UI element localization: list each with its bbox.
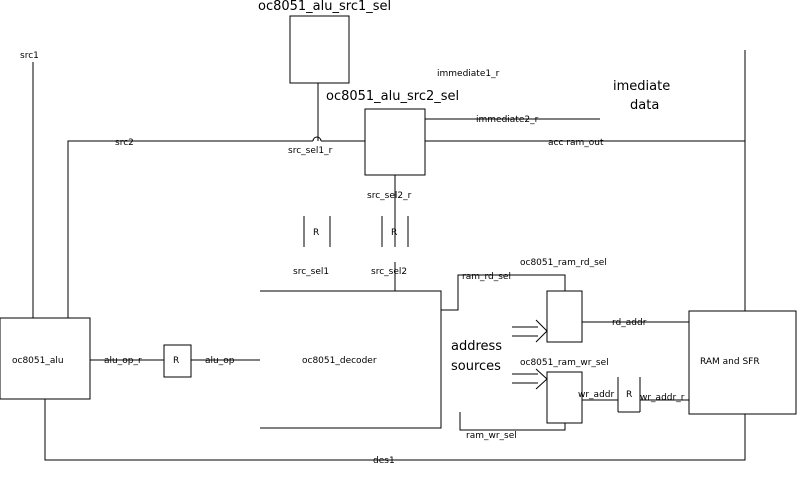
alu-block [0,317,91,400]
src-sel2-register-label: R [391,228,397,238]
immediate-data-annotation-line2: data [630,98,659,113]
src-sel1-register [303,216,331,247]
ram-rd-sel-block [546,290,583,343]
src-sel2-r-label: src_sel2_r [367,191,412,201]
wires [32,50,746,461]
decoder-block [260,290,442,429]
ram-rd-sel-title: oc8051_ram_rd_sel [520,258,607,268]
src-sel1-label: src_sel1 [293,267,329,277]
acc-ram-out-label: acc ram_out [548,138,604,148]
address-sources-annotation-line2: sources [451,359,501,374]
address-sources-annotation-line1: address [451,339,502,354]
src2-label: src2 [115,138,134,148]
src-sel2-label: src_sel2 [371,267,407,277]
immediate1-r-label: immediate1_r [437,69,500,79]
ram-sfr-block [688,310,797,415]
wr-addr-register [617,377,641,413]
ram-wr-sel-title: oc8051_ram_wr_sel [520,358,609,368]
alu-op-register [163,344,192,378]
src-sel1-r-label: src_sel1_r [288,146,333,156]
ram-wr-sel-label: ram_wr_sel [466,431,517,441]
alu-src1-sel-title: oc8051_alu_src1_sel [258,0,391,14]
src-sel1-register-label: R [313,228,319,238]
src-sel2-register [381,216,409,247]
alu-src2-sel-block [364,108,426,176]
wr-addr-label: wr_addr [578,390,615,400]
wr-addr-r-label: wr_addr_r [640,393,685,403]
alu-op-r-label: alu_op_r [104,356,142,366]
ram-sfr-title: RAM and SFR [700,357,760,367]
wr-addr-register-label: R [626,390,632,400]
alu-src2-sel-title: oc8051_alu_src2_sel [326,89,459,104]
src1-label: src1 [20,51,39,61]
immediate2-r-label: immediate2_r [476,115,539,125]
immediate-data-annotation-line1: imediate [613,79,670,94]
alu-op-label: alu_op [205,356,235,366]
alu-op-register-label: R [173,356,179,366]
alu-src1-sel-block [289,15,350,84]
decoder-title: oc8051_decoder [302,356,377,366]
rd-addr-label: rd_addr [612,318,647,328]
ram-wr-sel-block [546,371,583,424]
alu-title: oc8051_alu [12,356,64,366]
des1-label: des1 [373,456,395,466]
ram-rd-sel-label: ram_rd_sel [462,272,511,282]
